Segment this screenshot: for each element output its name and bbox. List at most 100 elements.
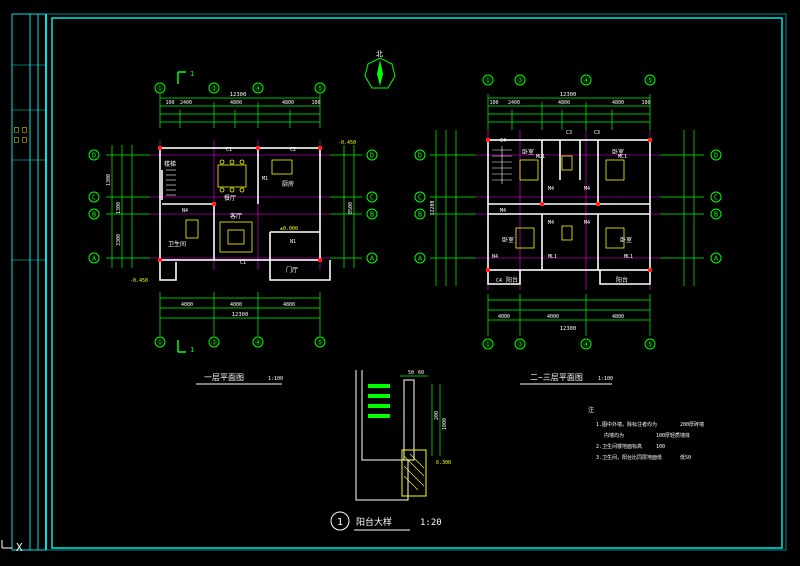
floor-level: ±0.000: [280, 226, 298, 232]
north-label: 北: [376, 50, 383, 58]
window-tag: C3: [566, 130, 572, 136]
toilet-icon: [561, 225, 573, 241]
window-tag: C4: [500, 138, 506, 144]
note-value: 100: [656, 444, 665, 450]
axis-label: B: [714, 211, 718, 219]
plan2-dim: 100: [489, 100, 498, 106]
detail-dim: 60: [418, 370, 424, 376]
dining-table-icon: [217, 164, 247, 188]
axis-label: B: [370, 211, 374, 219]
room-label: 楼梯: [164, 160, 176, 168]
axis-label: ①: [485, 341, 491, 349]
axis-label: ①: [485, 77, 491, 85]
note-value: 200厚砖墙: [680, 421, 704, 428]
plan2-walls: [487, 139, 651, 285]
axis-label: A: [418, 255, 423, 263]
axis-label: ③: [211, 85, 217, 93]
plan1-columns: [158, 146, 322, 262]
plan2-axis-top: [482, 74, 656, 86]
detail-callouts: [368, 384, 390, 418]
upper-floor-plan[interactable]: 12300 100 2400 4800 4800 100 ① ③ ④ ⑤ D C…: [414, 74, 722, 385]
plan1-top-dims: [159, 94, 321, 128]
plan2-total-height: 12200: [430, 200, 436, 215]
drawing-notes: 注 1.图中外墙，除标注者均为 200厚砖墙 内墙均为 100厚轻质墙体 2.卫…: [588, 406, 704, 461]
outer-frame: [45, 13, 787, 551]
axis-label: C: [714, 194, 718, 202]
plan1-dim: 4000: [230, 302, 242, 308]
plan1-axis-bottom: [154, 336, 326, 348]
plan1-total-width: 12300: [232, 312, 249, 318]
plan2-dim: 100: [641, 100, 650, 106]
plan1-dim: 2400: [180, 100, 192, 106]
note-value: 低50: [680, 454, 691, 461]
door-tag: M4: [500, 208, 506, 214]
room-label: 卧室: [620, 236, 632, 244]
drawing-frame: [51, 17, 783, 549]
door-tag: M1: [262, 176, 268, 182]
plan2-scale: 1:100: [598, 376, 613, 382]
door-tag: ML1: [624, 254, 633, 260]
ground-floor-plan[interactable]: 12300 100 2400 4800 4800 100 ① ③ ④ ⑤ 1 1: [88, 70, 378, 385]
axis-label: ⑤: [317, 339, 323, 347]
window-tag: C4: [496, 278, 502, 284]
axis-label: ①: [157, 339, 163, 347]
detail-dim: 1000: [442, 418, 448, 430]
north-compass: 北: [364, 50, 396, 89]
door-tag: ML1: [536, 154, 545, 160]
room-label: 卫生间: [168, 240, 186, 248]
plan1-dim: 4800: [283, 302, 295, 308]
door-tag: N1: [290, 239, 296, 245]
axis-label: B: [418, 211, 422, 219]
north-arrow-icon: [377, 60, 383, 86]
floor-level: -0.450: [338, 140, 356, 146]
plan1-dim: 100: [165, 100, 174, 106]
plan1-bottom-dims: [159, 292, 321, 336]
room-label: 门厅: [286, 266, 298, 274]
axis-label: A: [714, 255, 719, 263]
room-label: 阳台: [616, 276, 628, 284]
window-tag: C1: [240, 260, 246, 266]
title-block-strip: □ □ □ □: [0, 0, 47, 562]
plan1-side-dims: [106, 145, 362, 268]
plan2-dim: 4800: [612, 314, 624, 320]
door-tag: M4: [584, 186, 590, 192]
room-label: 餐厅: [224, 194, 236, 202]
plan2-top-dims: [487, 94, 651, 130]
balcony-detail[interactable]: 50 60 200 1000 6.300 1 阳台大样 1:20: [330, 370, 451, 531]
plan1-axis-side: [88, 149, 378, 264]
axis-label: C: [370, 194, 374, 202]
plan2-title: 二~三层平面图: [530, 373, 583, 382]
axis-label: ⑤: [647, 341, 653, 349]
plan1-side-dim: 1300: [106, 174, 112, 186]
toilet-icon: [185, 219, 199, 239]
axis-label: C: [418, 194, 422, 202]
plan1-dim: 4800: [282, 100, 294, 106]
plan2-dim: 4800: [558, 100, 570, 106]
plan2-side-dims: [430, 130, 704, 286]
plan1-side-dim: 3300: [116, 234, 122, 246]
detail-dim: 200: [434, 411, 440, 420]
plan2-stair-icon: [492, 146, 512, 184]
axis-label: ③: [517, 77, 523, 85]
plan2-columns: [486, 138, 652, 272]
door-tag: N4: [492, 254, 498, 260]
axis-label: ③: [517, 341, 523, 349]
axis-label: D: [418, 152, 422, 160]
plan2-total-width: 12300: [560, 92, 577, 98]
sidebar-mark: □: [22, 125, 27, 134]
detail-title: 阳台大样: [356, 516, 392, 528]
ucs-icon: X: [1, 540, 23, 554]
plan1-section-mark: [177, 71, 186, 353]
sofa-icon: [219, 221, 253, 253]
detail-hatch: [403, 453, 425, 491]
axis-label: ④: [583, 341, 589, 349]
sidebar-mark: □: [14, 135, 19, 144]
plan1-dim: 4000: [181, 302, 193, 308]
window-tag: C3: [594, 130, 600, 136]
axis-label: A: [370, 255, 375, 263]
axis-label: ④: [255, 339, 261, 347]
axis-label: D: [714, 152, 718, 160]
axis-label: ⑤: [317, 85, 323, 93]
